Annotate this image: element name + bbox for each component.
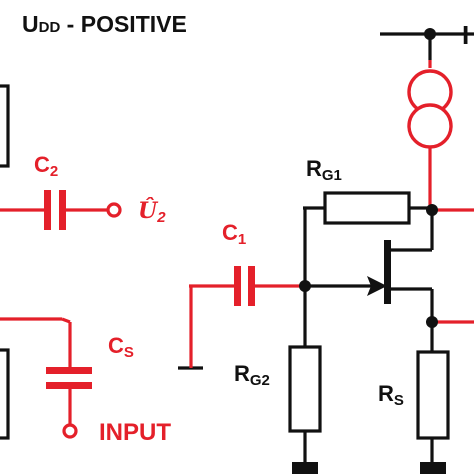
cropped-resistor-top [0,84,10,168]
rg2-label: RG2 [234,361,270,389]
supply-node [424,28,436,40]
c1-label: C1 [222,220,246,248]
input-terminal [62,423,78,439]
capacitor-c1 [178,266,302,370]
supply-label: UDD - POSITIVE [22,11,187,37]
source-network [416,320,474,474]
supply-cropped-letter: I [462,20,469,50]
rg1-label: RG1 [306,156,342,184]
resistor-rg1 [323,191,411,225]
source-node [426,316,438,328]
capacitor-c2 [0,190,122,230]
resistor-rs [416,350,450,440]
jfet-transistor [384,208,434,322]
gate-bias-network [288,191,432,474]
ground-symbol-rs [420,462,446,474]
c2-label: C2 [34,152,58,180]
input-label: INPUT [99,419,171,446]
resistor-rg2 [288,345,322,433]
drain-node [426,204,438,216]
gate-node [299,280,311,292]
output-terminal [106,202,122,218]
cs-label: CS [108,333,134,361]
current-source [407,60,474,212]
rs-label: RS [378,381,404,409]
cropped-resistor-bottom [0,348,10,440]
capacitor-cs [0,317,92,439]
u2-label: Û2 [138,197,166,226]
ground-symbol-rg2 [292,462,318,474]
